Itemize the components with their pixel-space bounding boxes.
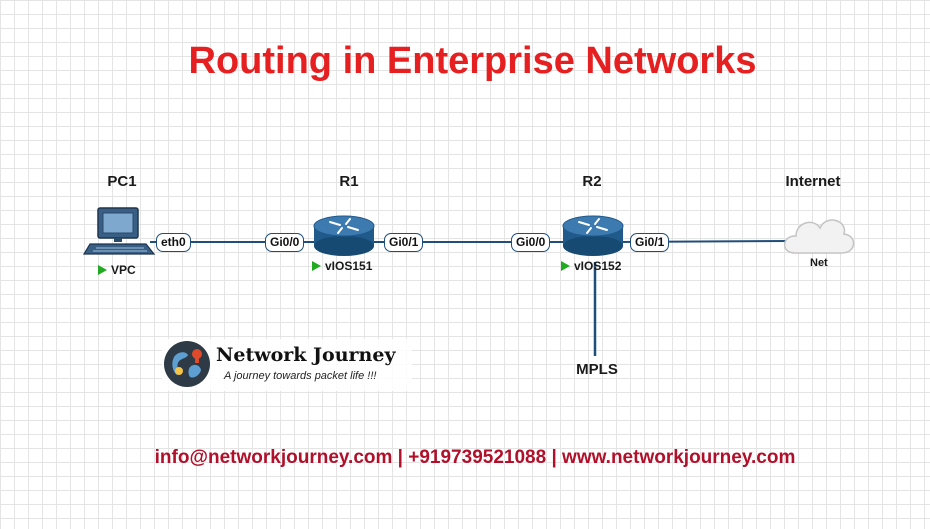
globe-icon <box>164 341 210 387</box>
running-status-icon <box>98 265 107 275</box>
node-sublabel-pc1: VPC <box>98 263 136 277</box>
interface-label-r1-gi0-0[interactable]: Gi0/0 <box>265 233 305 252</box>
node-sublabel-r1: vIOS151 <box>312 259 372 273</box>
logo-name: Network Journey <box>216 344 396 366</box>
node-label-r1: R1 <box>339 173 359 190</box>
node-sublabel-internet: Net <box>810 257 828 269</box>
interface-label-r2-gi0-0[interactable]: Gi0/0 <box>511 233 551 252</box>
node-sublabel-r2: vIOS152 <box>561 259 621 273</box>
contact-footer: info@networkjourney.com | +919739521088 … <box>154 447 796 468</box>
interface-label-r1-gi0-1[interactable]: Gi0/1 <box>384 233 424 252</box>
node-label-mpls: MPLS <box>576 361 618 378</box>
node-label-r2: R2 <box>582 173 602 190</box>
node-label-pc1: PC1 <box>107 173 137 190</box>
logo-tagline: A journey towards packet life !!! <box>224 370 377 382</box>
interface-label-pc1-eth0[interactable]: eth0 <box>156 233 191 252</box>
cloud-icon[interactable] <box>783 219 855 254</box>
router-icon[interactable] <box>313 215 375 256</box>
running-status-icon <box>312 261 321 271</box>
router-icon[interactable] <box>562 215 624 256</box>
running-status-icon <box>561 261 570 271</box>
pc-icon[interactable] <box>82 207 156 255</box>
node-label-internet: Internet <box>785 173 841 190</box>
diagram-title: Routing in Enterprise Networks <box>188 40 757 82</box>
network-journey-logo: Network Journey A journey towards packet… <box>162 339 412 391</box>
interface-label-r2-gi0-1[interactable]: Gi0/1 <box>630 233 670 252</box>
